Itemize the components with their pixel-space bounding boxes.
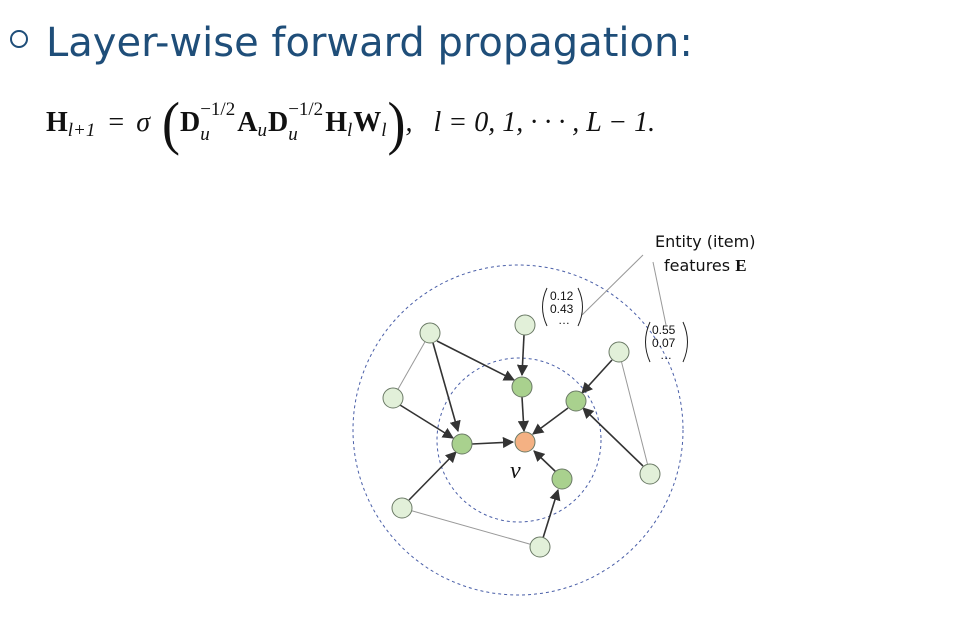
formula-H-sub: l — [346, 120, 353, 141]
formula-D1-sup: −1/2 — [200, 99, 236, 120]
nodes — [382, 314, 661, 558]
vector-right-value-2: 0.07 — [652, 336, 676, 350]
formula-W-sub: l — [381, 120, 387, 141]
formula-D2: D — [267, 107, 289, 138]
formula-H: H — [325, 107, 347, 138]
center-node-v — [514, 431, 536, 453]
vector-top-value-2: 0.43 — [550, 302, 574, 316]
hop1-node — [565, 390, 587, 412]
formula-lhs: H — [46, 107, 68, 138]
vector-top-value-1: 0.12 — [550, 289, 574, 303]
formula-D1-sub: u — [200, 124, 210, 145]
hop1-node — [511, 376, 533, 398]
center-node-label: v — [510, 458, 521, 484]
entity-label-line2: features E — [664, 256, 747, 275]
callout-lines — [581, 254, 667, 326]
formula-D2-sub: u — [288, 124, 298, 145]
edge-n2-n5 — [516, 334, 529, 377]
slide-title: Layer-wise forward propagation: — [46, 20, 693, 66]
feature-vector-top: 0.12 0.43 … — [542, 287, 583, 327]
formula-equals: = — [108, 107, 125, 138]
hop2-node — [391, 497, 413, 519]
vector-right-left-bracket — [645, 321, 651, 363]
callout-line-right — [652, 261, 667, 326]
edge-h1-center — [471, 436, 515, 449]
edge-n3-h1 — [399, 404, 454, 439]
hop2-node — [639, 463, 661, 485]
edge-n6-n8 — [618, 351, 651, 475]
hop2-node — [608, 341, 630, 363]
callout-line-top — [581, 254, 644, 316]
undirected-edges — [392, 332, 651, 548]
outer-ring — [352, 264, 684, 596]
formula-W: W — [353, 107, 382, 138]
formula-open-paren: ( — [162, 90, 180, 156]
vector-right-right-bracket — [682, 321, 688, 363]
entity-label-line1: Entity (item) — [655, 232, 755, 251]
edge-n4-h1 — [408, 451, 457, 501]
formula-A-sub: u — [257, 120, 267, 141]
formula-D2-sup: −1/2 — [288, 99, 324, 120]
directed-edges — [399, 334, 644, 539]
formula-close-paren: ) — [387, 90, 406, 156]
formula-range: , l = 0, 1, · · · , L − 1. — [405, 107, 656, 138]
feature-vector-right: 0.55 0.07 … — [645, 321, 688, 363]
formula-D1: D — [179, 107, 201, 138]
hop1-node — [551, 468, 573, 490]
edge-n8-h2 — [582, 407, 644, 467]
hop2-node — [529, 536, 551, 558]
edge-n1-n3 — [392, 332, 431, 399]
formula-sigma: σ — [136, 107, 150, 138]
edge-n5-center — [517, 396, 529, 433]
formula-lhs-sub: l+1 — [67, 120, 96, 141]
hop2-node — [382, 387, 404, 409]
edge-n1-h1 — [432, 342, 461, 433]
vector-right-value-3: … — [660, 348, 672, 362]
vector-top-right-bracket — [577, 287, 583, 327]
edge-n4-n9 — [401, 507, 541, 548]
vector-top-value-3: … — [558, 313, 570, 327]
bullet-circle-icon — [10, 30, 28, 48]
hop1-node — [451, 433, 473, 455]
hop2-node — [419, 322, 441, 344]
inner-ring — [436, 357, 602, 523]
formula-A: A — [237, 107, 258, 138]
vector-top-left-bracket — [542, 287, 548, 327]
vector-right-value-1: 0.55 — [652, 323, 676, 337]
entity-label-line2-text: features — [664, 256, 735, 275]
hop2-node — [514, 314, 536, 336]
entity-label-symbol: E — [735, 256, 746, 275]
edge-h2-center — [532, 407, 569, 435]
edge-n9-h3 — [542, 488, 561, 539]
edge-n6-h2 — [581, 359, 613, 394]
edge-n1-n5 — [436, 340, 515, 381]
edge-h3-center — [533, 450, 557, 473]
